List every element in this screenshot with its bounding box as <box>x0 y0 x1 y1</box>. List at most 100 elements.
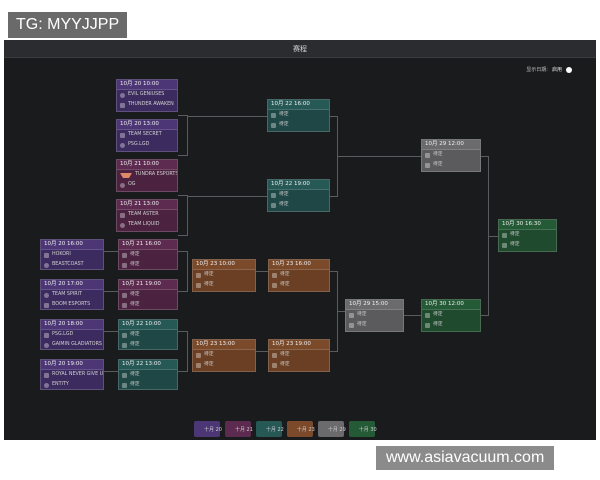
legend-swatch <box>286 421 313 437</box>
team-logo-icon <box>44 262 49 268</box>
match-card[interactable]: 10月 22 10:00 待定 待定 <box>118 319 178 350</box>
team-name: 待定 <box>204 282 214 287</box>
match-card[interactable]: 10月 20 19:00 ROYAL NEVER GIVE UP ENTITY <box>40 359 104 390</box>
legend-swatch <box>348 421 375 437</box>
legend-item: 十月 30 <box>348 421 377 437</box>
team-logo-icon <box>120 222 125 228</box>
team-name: 待定 <box>204 352 214 357</box>
legend-label: 十月 23 <box>296 426 315 433</box>
date-toggle[interactable]: 显示日期: 启用 <box>526 64 572 76</box>
team-name: 待定 <box>130 252 140 257</box>
legend-item: 十月 20 <box>194 421 222 437</box>
team-name: 待定 <box>433 312 443 317</box>
match-card[interactable]: 10月 22 16:00 待定 待定 <box>267 99 330 132</box>
match-card[interactable]: 10月 20 18:00 PSG.LGD GAIMIN GLADIATORS <box>40 319 104 350</box>
team-name: THUNDER AWAKEN <box>128 102 174 107</box>
team-name: 待定 <box>433 152 443 157</box>
tbd-icon <box>425 162 430 168</box>
tbd-icon <box>122 332 127 338</box>
match-card[interactable]: 10月 23 16:00 待定 待定 <box>268 259 330 292</box>
legend-label: 十月 21 <box>234 426 253 433</box>
tbd-icon <box>349 322 354 328</box>
match-card[interactable]: 10月 23 19:00 待定 待定 <box>268 339 330 372</box>
match-time: 10月 23 19:00 <box>269 340 329 350</box>
match-time: 10月 30 12:00 <box>422 300 480 310</box>
match-card[interactable]: 10月 30 16:30 待定 待定 <box>498 219 557 252</box>
title-bar: 赛程 <box>4 40 596 58</box>
team-logo-icon <box>44 382 49 388</box>
legend-label: 十月 22 <box>265 426 284 433</box>
tbd-icon <box>122 292 127 298</box>
match-card[interactable]: 10月 21 16:00 待定 待定 <box>118 239 178 270</box>
team-name: EVIL GENIUSES <box>128 92 165 97</box>
tbd-icon <box>196 272 201 278</box>
match-time: 10月 21 13:00 <box>117 200 177 210</box>
team-logo-icon <box>44 292 49 298</box>
tbd-icon <box>272 272 277 278</box>
team-logo-icon <box>120 92 125 98</box>
tbd-icon <box>272 282 277 288</box>
team-logo-icon <box>44 332 49 338</box>
match-card[interactable]: 10月 23 13:00 待定 待定 <box>192 339 256 372</box>
team-name: BOOM ESPORTS <box>52 302 91 307</box>
team-name: TUNDRA ESPORTS <box>135 172 177 177</box>
match-time: 10月 20 16:00 <box>41 240 103 250</box>
team-name: GAIMIN GLADIATORS <box>52 342 102 347</box>
team-name: 待定 <box>279 112 289 117</box>
tbd-icon <box>502 242 507 248</box>
team-name: 待定 <box>279 122 289 127</box>
match-card[interactable]: 10月 20 17:00 TEAM SPIRIT BOOM ESPORTS <box>40 279 104 310</box>
match-time: 10月 21 10:00 <box>117 160 177 170</box>
match-time: 10月 21 16:00 <box>119 240 177 250</box>
match-card[interactable]: 10月 21 19:00 待定 待定 <box>118 279 178 310</box>
watermark-top: TG: MYYJJPP <box>8 12 128 38</box>
match-card[interactable]: 10月 29 15:00 待定 待定 <box>345 299 404 332</box>
match-card[interactable]: 10月 30 12:00 待定 待定 <box>421 299 481 332</box>
team-name: 待定 <box>279 202 289 207</box>
team-name: 待定 <box>510 232 520 237</box>
match-card[interactable]: 10月 22 13:00 待定 待定 <box>118 359 178 390</box>
match-card[interactable]: 10月 21 10:00 TUNDRA ESPORTS OG <box>116 159 178 192</box>
team-name: OG <box>128 182 136 187</box>
legend-label: 十月 29 <box>327 426 346 433</box>
team-name: TEAM SPIRIT <box>52 292 82 297</box>
tbd-icon <box>271 112 276 118</box>
match-time: 10月 23 10:00 <box>193 260 255 270</box>
match-card[interactable]: 10月 20 13:00 TEAM SECRET PSG.LGD <box>116 119 178 152</box>
team-name: 待定 <box>130 382 140 387</box>
legend-swatch <box>255 421 282 437</box>
match-time: 10月 22 16:00 <box>268 100 329 110</box>
toggle-switch-icon[interactable] <box>566 67 572 73</box>
team-logo-icon <box>120 142 125 148</box>
tbd-icon <box>271 192 276 198</box>
tbd-icon <box>196 282 201 288</box>
team-name: HOKORI <box>52 252 71 257</box>
match-time: 10月 23 13:00 <box>193 340 255 350</box>
legend-swatch <box>194 421 220 437</box>
team-logo-icon <box>120 132 125 138</box>
match-card[interactable]: 10月 20 10:00 EVIL GENIUSES THUNDER AWAKE… <box>116 79 178 112</box>
team-logo-icon <box>120 172 132 178</box>
match-time: 10月 22 10:00 <box>119 320 177 330</box>
team-name: 待定 <box>280 272 290 277</box>
match-time: 10月 20 18:00 <box>41 320 103 330</box>
toggle-label: 显示日期: <box>526 67 548 73</box>
team-logo-icon <box>120 182 125 188</box>
match-card[interactable]: 10月 29 12:00 待定 待定 <box>421 139 481 172</box>
team-name: 待定 <box>130 262 140 267</box>
match-card[interactable]: 10月 21 13:00 TEAM ASTER TEAM LIQUID <box>116 199 178 232</box>
tbd-icon <box>122 262 127 268</box>
match-card[interactable]: 10月 20 16:00 HOKORI BEASTCOAST <box>40 239 104 270</box>
tbd-icon <box>272 352 277 358</box>
tbd-icon <box>196 362 201 368</box>
match-time: 10月 22 19:00 <box>268 180 329 190</box>
match-time: 10月 29 15:00 <box>346 300 403 310</box>
match-card[interactable]: 10月 22 19:00 待定 待定 <box>267 179 330 212</box>
tbd-icon <box>272 362 277 368</box>
legend-label: 十月 20 <box>204 426 222 433</box>
match-time: 10月 22 13:00 <box>119 360 177 370</box>
match-card[interactable]: 10月 23 10:00 待定 待定 <box>192 259 256 292</box>
match-time: 10月 20 17:00 <box>41 280 103 290</box>
team-name: 待定 <box>357 322 367 327</box>
team-logo-icon <box>120 212 125 218</box>
